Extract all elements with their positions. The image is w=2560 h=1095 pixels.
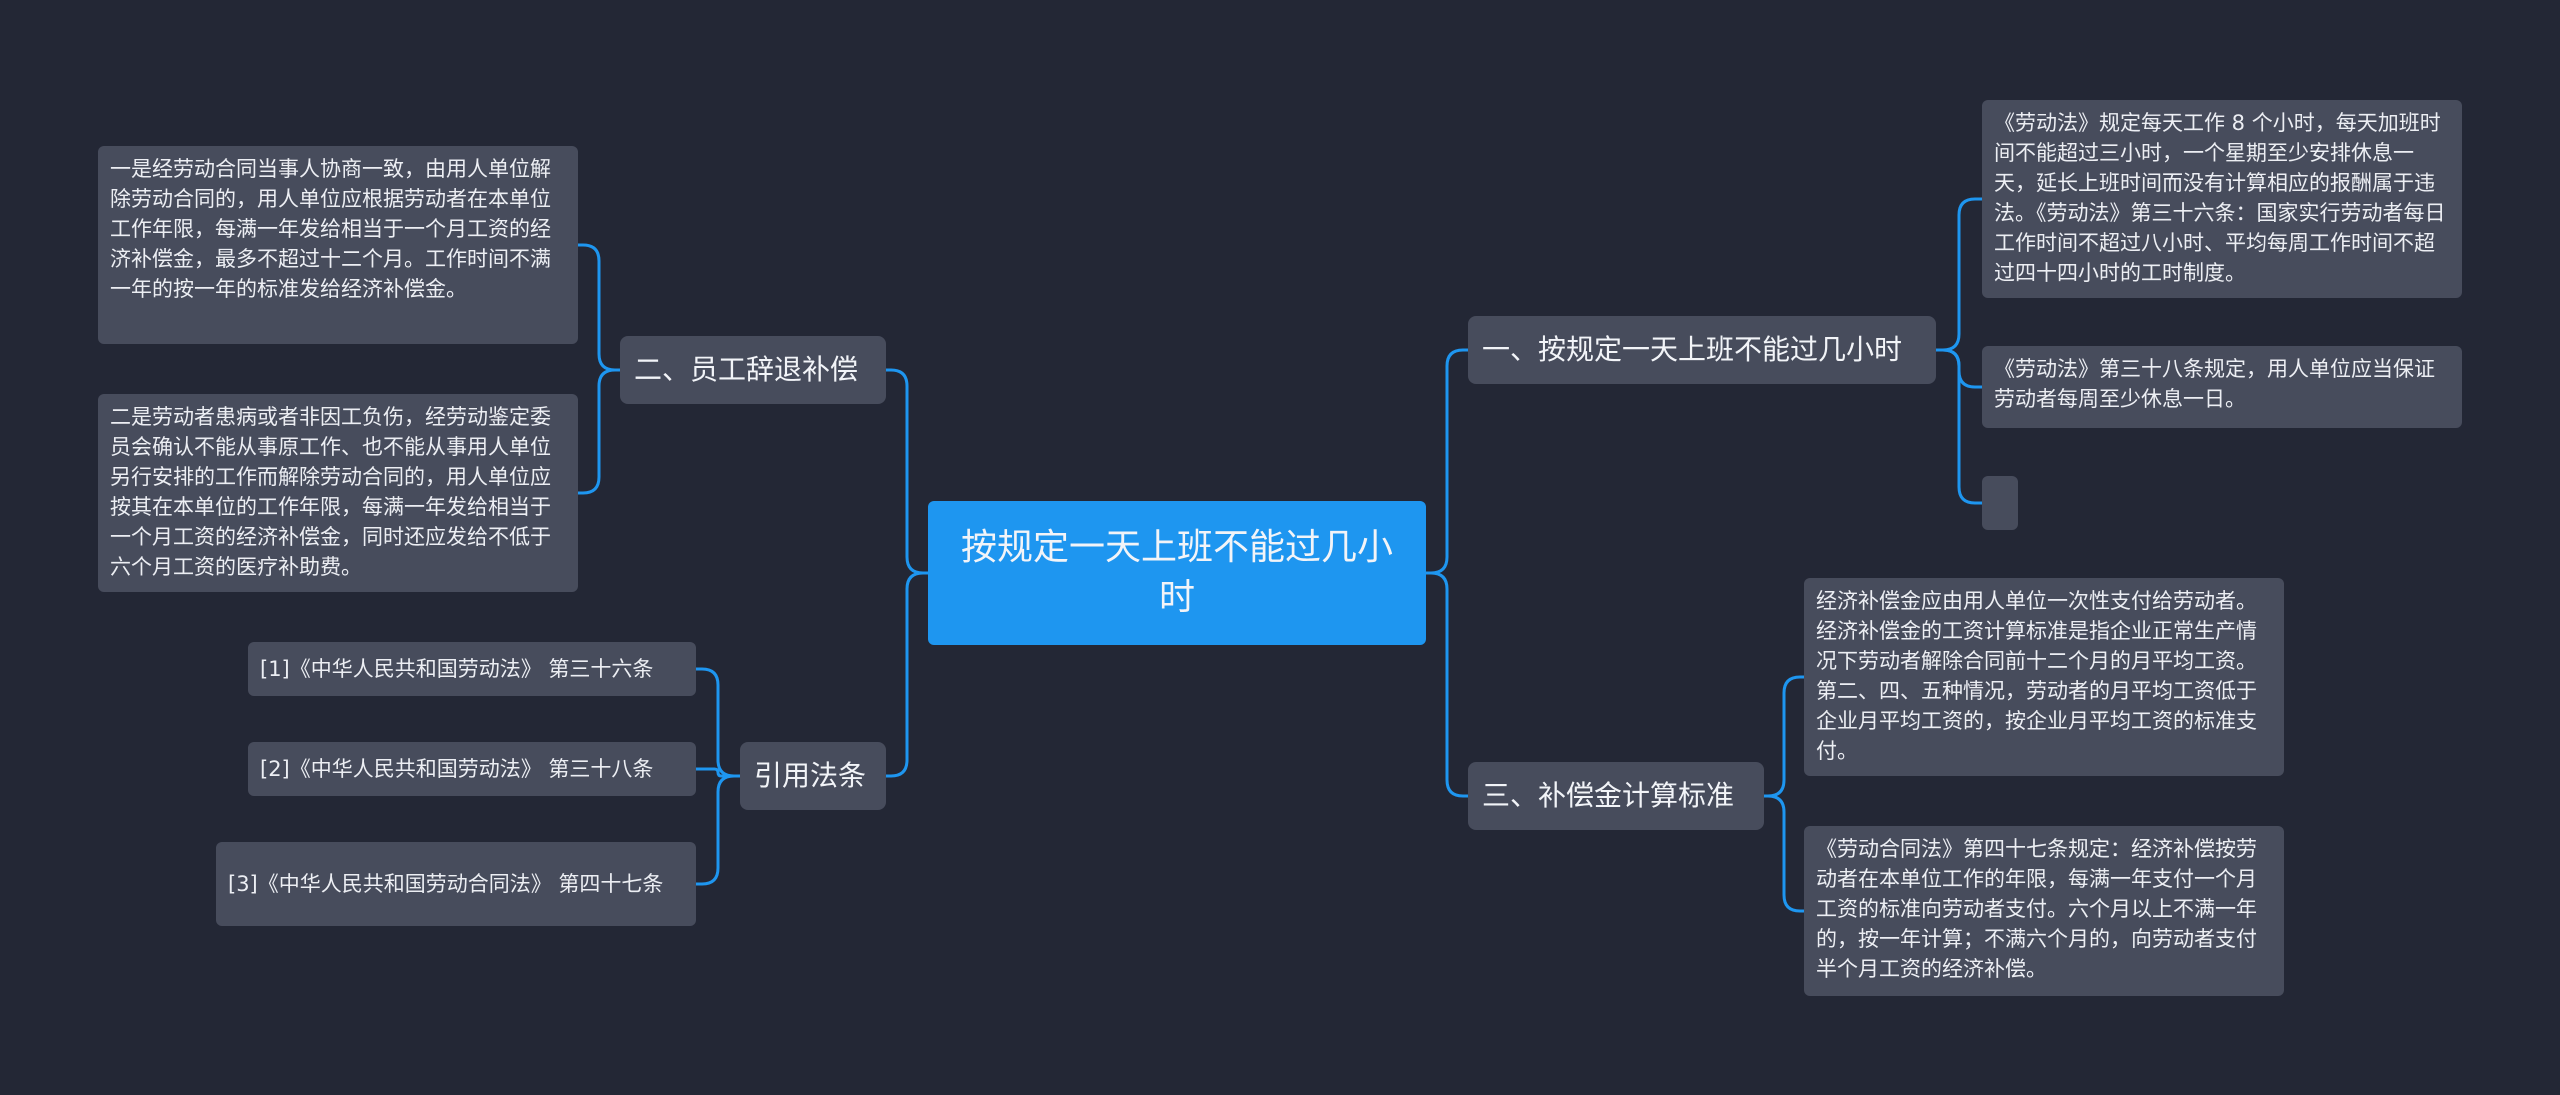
connector-root-b1 <box>1426 348 1468 575</box>
connector-b2-l4 <box>578 243 620 372</box>
connector-b4-r1 <box>696 667 740 778</box>
leaf-dismissal-case-one[interactable]: 一是经劳动合同当事人协商一致，由用人单位解除劳动合同的，用人单位应根据劳动者在本… <box>98 146 578 344</box>
connector-b3-l7 <box>1764 794 1804 913</box>
branch-dismissal-compensation-label: 二、员工辞退补偿 <box>634 353 859 386</box>
leaf-dismissal-case-one-text: 一是经劳动合同当事人协商一致，由用人单位解除劳动合同的，用人单位应根据劳动者在本… <box>110 157 551 301</box>
leaf-empty[interactable] <box>1982 476 2018 530</box>
ref-labor-law-38[interactable]: [2]《中华人民共和国劳动法》 第三十八条 <box>248 742 696 796</box>
connector-root-b4 <box>886 571 928 778</box>
leaf-contract-law-article-47[interactable]: 《劳动合同法》第四十七条规定：经济补偿按劳动者在本单位工作的年限，每满一年支付一… <box>1804 826 2284 996</box>
connector-b1-l1 <box>1936 197 1982 352</box>
ref-labor-law-38-text: [2]《中华人民共和国劳动法》 第三十八条 <box>260 757 654 781</box>
branch-dismissal-compensation[interactable]: 二、员工辞退补偿 <box>620 336 886 404</box>
leaf-compensation-payment[interactable]: 经济补偿金应由用人单位一次性支付给劳动者。经济补偿金的工资计算标准是指企业正常生… <box>1804 578 2284 776</box>
leaf-dismissal-case-two[interactable]: 二是劳动者患病或者非因工负伤，经劳动鉴定委员会确认不能从事原工作、也不能从事用人… <box>98 394 578 592</box>
connector-b3-l6 <box>1764 675 1804 798</box>
leaf-labor-law-article-36-text: 《劳动法》规定每天工作 8 个小时，每天加班时间不能超过三小时，一个星期至少安排… <box>1994 111 2446 285</box>
leaf-labor-law-article-38-text: 《劳动法》第三十八条规定，用人单位应当保证劳动者每周至少休息一日。 <box>1994 357 2435 411</box>
root-topic[interactable]: 按规定一天上班不能过几小时 <box>928 501 1426 645</box>
connector-b2-l5 <box>578 368 620 495</box>
connector-b4-r3 <box>696 774 740 886</box>
connector-b4-r2 <box>696 767 740 778</box>
leaf-contract-law-article-47-text: 《劳动合同法》第四十七条规定：经济补偿按劳动者在本单位工作的年限，每满一年支付一… <box>1816 837 2257 981</box>
leaf-compensation-payment-text: 经济补偿金应由用人单位一次性支付给劳动者。经济补偿金的工资计算标准是指企业正常生… <box>1816 589 2257 763</box>
ref-labor-law-36[interactable]: [1]《中华人民共和国劳动法》 第三十六条 <box>248 642 696 696</box>
branch-cited-laws-label: 引用法条 <box>754 759 867 792</box>
leaf-labor-law-article-38[interactable]: 《劳动法》第三十八条规定，用人单位应当保证劳动者每周至少休息一日。 <box>1982 346 2462 428</box>
branch-cited-laws[interactable]: 引用法条 <box>740 742 886 810</box>
branch-compensation-standard[interactable]: 三、补偿金计算标准 <box>1468 762 1764 830</box>
branch-working-hours-label: 一、按规定一天上班不能过几小时 <box>1482 333 1903 366</box>
ref-contract-law-47[interactable]: [3]《中华人民共和国劳动合同法》 第四十七条 <box>216 842 696 926</box>
leaf-labor-law-article-36[interactable]: 《劳动法》规定每天工作 8 个小时，每天加班时间不能超过三小时，一个星期至少安排… <box>1982 100 2462 298</box>
leaf-dismissal-case-two-text: 二是劳动者患病或者非因工负伤，经劳动鉴定委员会确认不能从事原工作、也不能从事用人… <box>110 405 551 579</box>
connector-root-b3 <box>1426 571 1468 798</box>
ref-labor-law-36-text: [1]《中华人民共和国劳动法》 第三十六条 <box>260 657 654 681</box>
connector-b1-l3 <box>1936 348 1982 505</box>
branch-compensation-standard-label: 三、补偿金计算标准 <box>1482 779 1735 812</box>
ref-contract-law-47-text: [3]《中华人民共和国劳动合同法》 第四十七条 <box>228 872 664 896</box>
branch-working-hours[interactable]: 一、按规定一天上班不能过几小时 <box>1468 316 1936 384</box>
connector-root-b2 <box>886 368 928 575</box>
root-topic-label: 按规定一天上班不能过几小时 <box>960 527 1393 618</box>
